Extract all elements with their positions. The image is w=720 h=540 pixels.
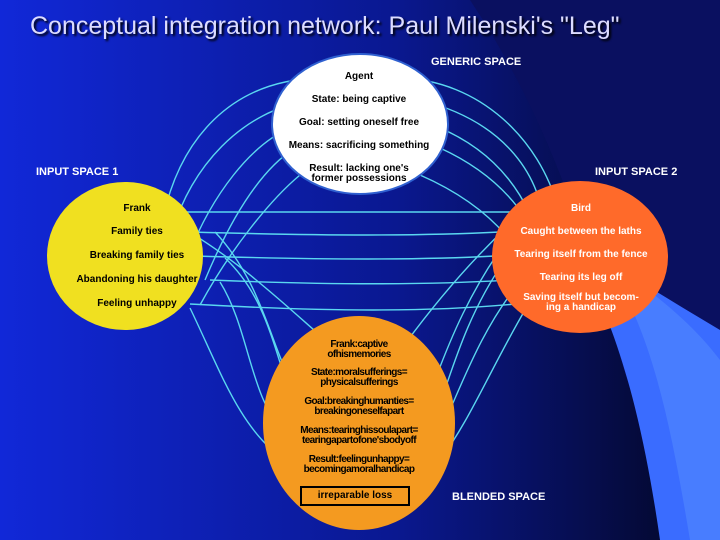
input2-item-line: Tearing its leg off (539, 272, 623, 283)
generic-item-line: Means: sacrificing something (288, 140, 430, 151)
blended-item: Means:tearinghissoulapart=tearingapartof… (264, 426, 454, 446)
blended-space-ellipse (263, 316, 455, 530)
generic-item-line: Result: lacking one's (309, 163, 409, 174)
generic-item-line: former possessions (311, 173, 407, 184)
input2-item: Caught between the laths (486, 227, 676, 237)
generic-space-ellipse (271, 53, 449, 195)
generic-item-line: State: being captive (311, 94, 407, 105)
input2-item-line: ing a handicap (545, 302, 616, 313)
connector (189, 303, 516, 311)
generic-item: Means: sacrificing something (259, 141, 459, 151)
generic-space-label: GENERIC SPACE (431, 56, 522, 68)
connector (199, 174, 301, 306)
input1-item-line: Abandoning his daughter (76, 274, 198, 285)
blended-item-line: Means:tearinghissoulapart= (300, 425, 418, 436)
blended-item-line: State:moralsufferings= (311, 367, 408, 378)
blended-item-line: breakingoneselfapart (314, 406, 404, 417)
input2-item-line: Caught between the laths (520, 226, 642, 237)
blended-item-line: Result:feelingunhappy= (308, 454, 410, 465)
input1-item-line: Frank (123, 203, 151, 214)
blended-item-line: ofhismemories (327, 349, 391, 360)
input1-item-line: Family ties (111, 226, 163, 237)
input1-item: Abandoning his daughter (47, 275, 227, 285)
input1-item-line: Breaking family ties (89, 250, 185, 261)
blended-space-label: BLENDED SPACE (452, 491, 546, 503)
blended-item-line: becomingamoralhandicap (303, 464, 415, 475)
generic-item: State: being captive (259, 95, 459, 105)
generic-item: Agent (259, 72, 459, 82)
input2-item-line: Tearing itself from the fence (514, 249, 648, 260)
blended-item-line: Frank:captive (330, 339, 388, 350)
blended-item-line: physicalsufferings (320, 377, 398, 388)
blended-item-line: tearingapartofone'sbodyoff (301, 435, 417, 446)
input-space-2-label: INPUT SPACE 2 (595, 166, 678, 178)
input1-item: Breaking family ties (47, 251, 227, 261)
input1-item-line: Feeling unhappy (97, 298, 177, 309)
input-space-1-label: INPUT SPACE 1 (36, 166, 119, 178)
connector (162, 77, 321, 219)
blended-item-line: Goal:breakinghumanties= (304, 396, 414, 407)
generic-item-line: Goal: setting oneself free (298, 117, 420, 128)
irreparable-loss-box: irreparable loss (300, 486, 410, 506)
input2-item: Saving itself but becom-ing a handicap (486, 293, 676, 313)
blended-item: Result:feelingunhappy=becomingamoralhand… (264, 455, 454, 475)
input2-item-line: Bird (571, 203, 591, 214)
input-space-2-ellipse (492, 181, 668, 333)
connector (194, 255, 496, 260)
input2-item: Bird (486, 204, 676, 214)
input1-item: Feeling unhappy (47, 299, 227, 309)
input1-item: Family ties (47, 227, 227, 237)
input2-item-line: Saving itself but becom- (523, 292, 639, 303)
input2-item: Tearing its leg off (486, 273, 676, 283)
connector (209, 279, 511, 285)
slide-title: Conceptual integration network: Paul Mil… (30, 12, 620, 40)
blended-item: Goal:breakinghumanties=breakingoneselfap… (264, 397, 454, 417)
input2-item: Tearing itself from the fence (486, 250, 676, 260)
blended-item: State:moralsufferings=physicalsufferings (264, 368, 454, 388)
connector (189, 231, 501, 236)
accent-band-highlight (600, 255, 720, 540)
input-space-1-ellipse (47, 182, 203, 330)
generic-item-line: Agent (344, 71, 374, 82)
generic-item: Goal: setting oneself free (259, 118, 459, 128)
input1-item: Frank (47, 204, 227, 214)
